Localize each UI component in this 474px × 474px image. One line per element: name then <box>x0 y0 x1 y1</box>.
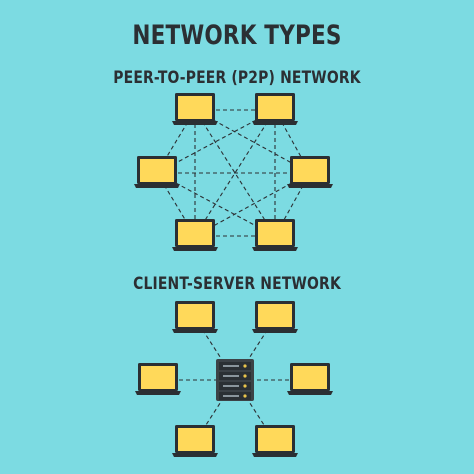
client-laptop-icon <box>252 301 298 333</box>
p2p-link-line <box>194 109 276 237</box>
client-server-link-line <box>234 379 276 443</box>
client-server-link-line <box>194 317 236 381</box>
server-icon <box>216 359 254 401</box>
client-server-network-heading: CLIENT-SERVER NETWORK <box>133 274 341 294</box>
p2p-laptop-icon <box>172 93 218 125</box>
p2p-laptop-icon <box>134 156 180 188</box>
client-server-link-line <box>194 379 236 443</box>
p2p-laptop-icon <box>172 219 218 251</box>
p2p-link-line <box>194 109 276 237</box>
client-laptop-icon <box>252 425 298 457</box>
p2p-laptop-icon <box>252 219 298 251</box>
p2p-link-line <box>156 109 276 174</box>
p2p-link-line <box>156 172 276 237</box>
main-title: NETWORK TYPES <box>132 20 342 51</box>
p2p-link-line <box>156 109 196 174</box>
client-laptop-icon <box>287 363 333 395</box>
nodes <box>134 93 333 457</box>
p2p-link-line <box>156 172 196 237</box>
client-laptop-icon <box>172 425 218 457</box>
p2p-link-line <box>274 109 311 174</box>
p2p-laptop-icon <box>287 156 333 188</box>
p2p-network-heading: PEER-TO-PEER (P2P) NETWORK <box>113 68 361 88</box>
p2p-link-line <box>274 172 311 237</box>
p2p-laptop-icon <box>252 93 298 125</box>
client-laptop-icon <box>172 301 218 333</box>
client-laptop-icon <box>135 363 181 395</box>
client-server-link-line <box>234 317 276 381</box>
